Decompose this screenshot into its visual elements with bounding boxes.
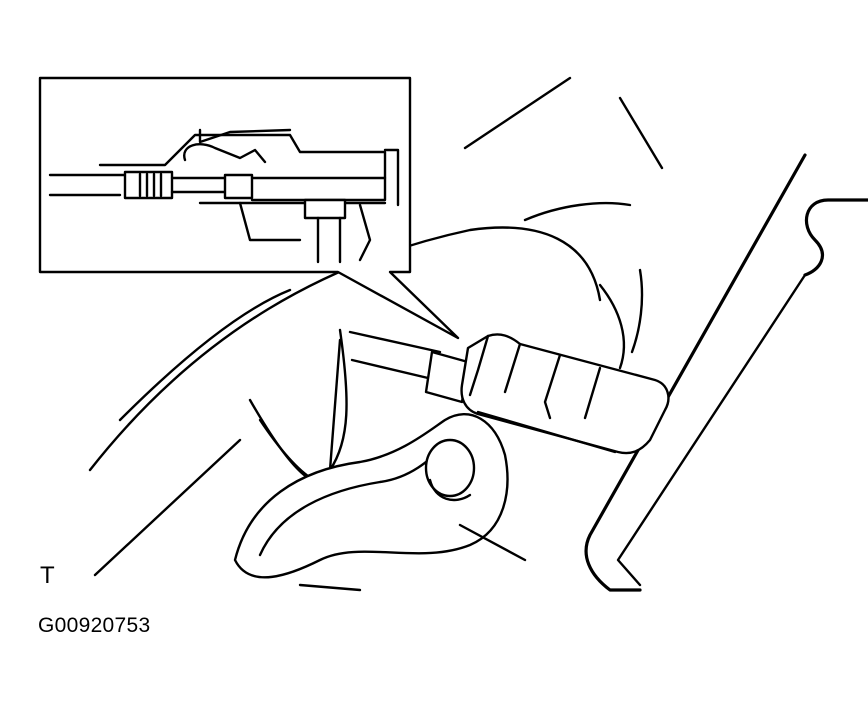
sensor-ridge-1 <box>503 342 522 394</box>
sensor-ridge-3 <box>583 366 602 420</box>
bracket-left-edge <box>248 338 342 483</box>
inset-flange-left <box>238 201 302 242</box>
cover-edge-mid2 <box>630 268 644 354</box>
wire-top <box>348 330 442 354</box>
inset-housing-right <box>383 148 400 207</box>
detail-inset <box>38 76 460 340</box>
bolt-shadow <box>428 478 472 502</box>
mounting-bracket <box>233 413 527 592</box>
inset-shaft <box>170 176 227 194</box>
sensor-ridge-2 <box>543 353 562 420</box>
lower-left-line <box>93 438 242 577</box>
sensor-base-line <box>476 410 617 454</box>
cover-edge-mid <box>598 283 626 370</box>
inset-frame <box>38 76 460 340</box>
bracket-lower-line <box>458 523 527 562</box>
cover-edge-top <box>523 201 632 222</box>
corner-mark: T <box>40 562 55 589</box>
housing-notch <box>803 198 868 277</box>
housing-panel <box>584 153 868 592</box>
housing-panel-edge <box>584 153 807 592</box>
sensor-assembly <box>348 330 670 455</box>
inset-flange-right <box>358 203 372 262</box>
sensor-face-edge <box>468 334 490 397</box>
hood-line-right <box>618 96 664 170</box>
inset-nut <box>303 198 347 220</box>
hood-line-upper <box>463 76 572 150</box>
bolt-head <box>424 438 476 498</box>
inset-stud <box>316 216 342 264</box>
housing-inner-edge <box>616 273 807 587</box>
inset-clip-spring <box>183 143 267 164</box>
sensor-sleeve <box>424 350 470 404</box>
inset-clip-top <box>198 128 292 144</box>
inset-sensor-tip <box>123 170 174 200</box>
wire-bottom <box>350 358 430 380</box>
figure-id-code: G00920753 <box>38 614 151 637</box>
body-contour-long <box>88 226 602 472</box>
bracket-bottom-line <box>298 583 362 592</box>
inset-housing-outline <box>98 133 387 202</box>
inset-sensor-ribs <box>138 172 163 198</box>
body-contour-left <box>118 288 292 422</box>
inset-collar <box>223 173 254 200</box>
bracket-inner <box>328 328 348 472</box>
